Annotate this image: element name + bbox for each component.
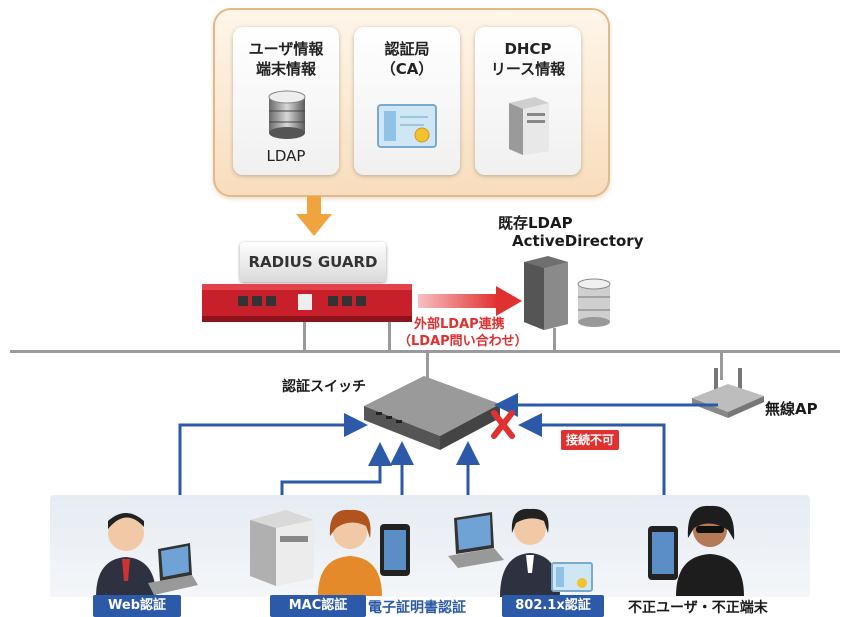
rogue-device-link: [518, 413, 666, 522]
down-arrow-icon: [296, 196, 332, 236]
auth-switch-label: 認証スイッチ: [282, 379, 366, 395]
certificate-icon: [377, 104, 437, 148]
printer-icon: [250, 510, 314, 586]
ca-title: 認証局 （CA）: [380, 40, 434, 78]
ldap-drop: [553, 328, 556, 352]
server-icon: [509, 97, 549, 155]
blocked-x-icon: [491, 410, 515, 439]
database-icon: [268, 90, 306, 139]
active-directory-label: ActiveDirectory: [512, 232, 644, 250]
user-directory-title: ユーザ情報 端末情報: [248, 40, 324, 78]
appliance-drop-left: [303, 322, 306, 352]
appliance-drop-right: [388, 322, 391, 352]
user-directory-card: ユーザ情報 端末情報 LDAP: [233, 27, 339, 175]
rogue-user-label: 不正ユーザ・不正端末: [628, 600, 768, 616]
ldap-label: LDAP: [266, 147, 306, 165]
mac-auth-label: MAC認証: [270, 595, 366, 617]
switch-drop: [426, 352, 429, 378]
radius-guard-label: RADIUS GUARD: [240, 242, 386, 282]
laptop-icon: [448, 512, 504, 568]
certificate-authority-card: 認証局 （CA）: [354, 27, 460, 175]
service-panel: ユーザ情報 端末情報 LDAP 認証局 （CA） DHCP リース情報: [213, 8, 610, 197]
dot1x-auth-label: 802.1x認証: [502, 595, 604, 617]
ap-drop: [720, 352, 723, 380]
blocked-badge: 接続不可: [561, 430, 620, 450]
existing-ldap-label: 既存LDAP: [498, 214, 573, 232]
dhcp-title: DHCP リース情報: [490, 40, 566, 78]
ldap-link-arrow: [418, 286, 522, 316]
radius-guard-appliance: [202, 284, 412, 322]
tablet-icon: [380, 524, 410, 576]
dhcp-card: DHCP リース情報: [475, 27, 581, 175]
network-backbone: [10, 350, 840, 353]
ldap-query-label: （LDAP問い合わせ）: [398, 334, 528, 349]
laptop-icon: [148, 543, 198, 595]
web-auth-label: Web認証: [93, 595, 181, 617]
smartphone-icon: [648, 526, 678, 580]
web-user-icon: [96, 513, 198, 597]
wireless-ap-label: 無線AP: [765, 400, 818, 418]
rogue-user-icon: [648, 505, 744, 596]
auth-switch-icon: [364, 376, 500, 450]
web-auth-link: [178, 413, 368, 510]
ldap-link-label: 外部LDAP連携: [414, 317, 505, 332]
mac-user-icon: [318, 509, 410, 596]
cert-auth-label: 電子証明書認証: [368, 600, 466, 616]
ldap-server-icon: [524, 256, 611, 330]
dot1x-user-icon: [500, 508, 593, 597]
id-card-icon: [551, 562, 593, 592]
